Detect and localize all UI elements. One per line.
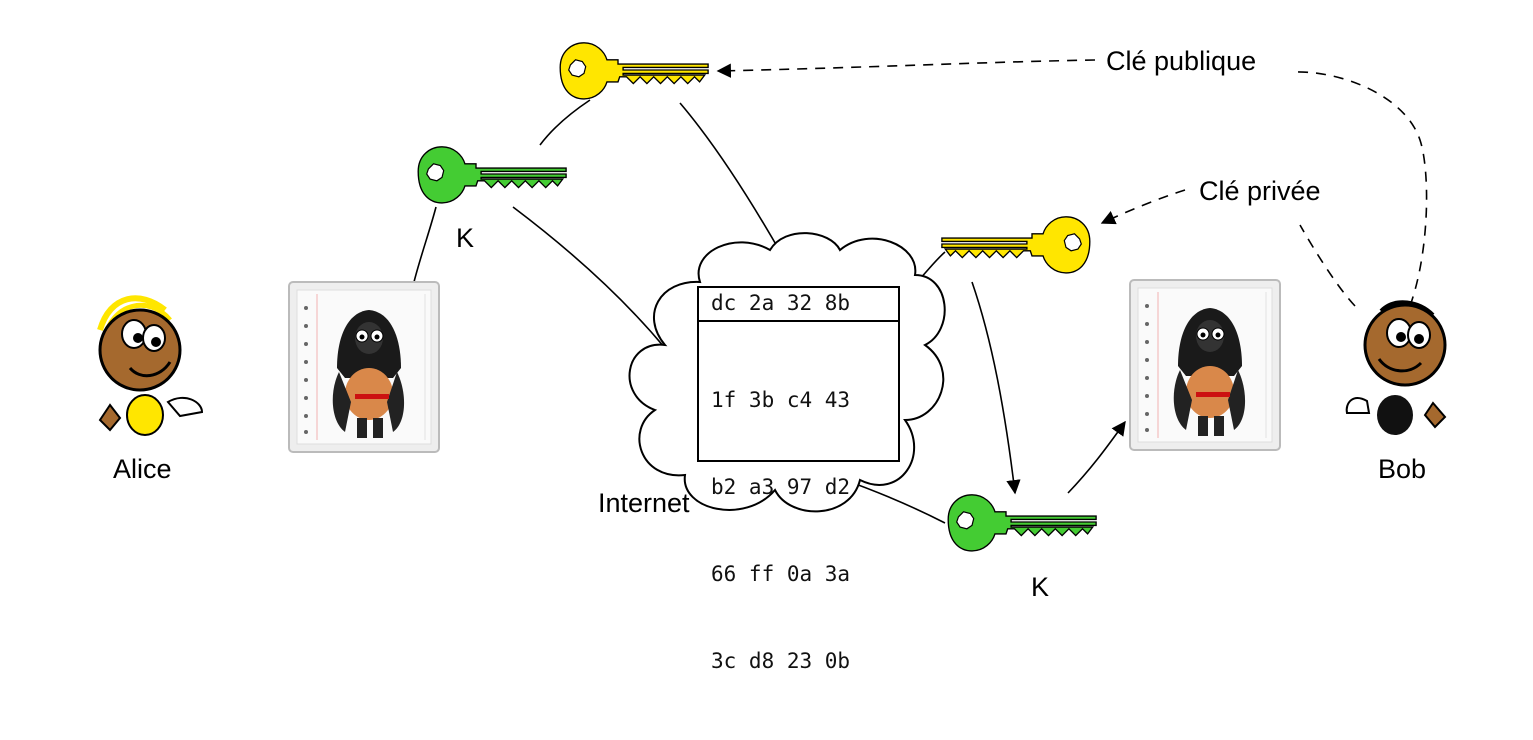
private-key-bob-icon — [941, 216, 1091, 274]
arrow-bob-to-privkey — [1299, 224, 1356, 307]
public-key-icon — [559, 42, 709, 100]
arrow-bob-to-pubkey — [1291, 71, 1428, 307]
alice-person-icon — [97, 295, 204, 436]
ciphertext-row: 1f 3b c4 43 — [711, 388, 851, 412]
ciphertext-row: 66 ff 0a 3a — [711, 562, 851, 586]
arrow-label-privkey-to-key — [1100, 189, 1186, 225]
arrow-bobkey-to-k — [971, 281, 1021, 495]
line-k-to-alice-doc — [413, 206, 437, 283]
ciphertext-row: 3c d8 23 0b — [711, 649, 851, 673]
ciphertext-body: 1f 3b c4 43 b2 a3 97 d2 66 ff 0a 3a 3c d… — [699, 322, 898, 740]
bob-document-icon — [1129, 279, 1281, 451]
session-key-bob-icon — [947, 494, 1097, 552]
session-key-alice-icon — [417, 146, 567, 204]
private-key-label: Clé privée — [1199, 176, 1321, 206]
public-key-label: Clé publique — [1106, 46, 1257, 76]
bob-person-icon — [1345, 300, 1447, 435]
alice-label: Alice — [113, 454, 172, 484]
ciphertext-header: dc 2a 32 8b — [699, 288, 898, 322]
arrow-label-pubkey-to-key — [716, 59, 1096, 78]
arrows — [512, 59, 1428, 495]
k-bob-label: K — [1031, 572, 1050, 602]
internet-label: Internet — [598, 488, 690, 518]
alice-document-icon — [288, 281, 440, 453]
line-pubkey-to-k — [539, 99, 591, 146]
arrow-k-to-bob-doc — [1067, 420, 1126, 494]
k-alice-label: K — [456, 223, 475, 253]
bob-label: Bob — [1378, 454, 1427, 484]
ciphertext-row: b2 a3 97 d2 — [711, 475, 851, 499]
ciphertext-box: dc 2a 32 8b 1f 3b c4 43 b2 a3 97 d2 66 f… — [697, 286, 900, 673]
